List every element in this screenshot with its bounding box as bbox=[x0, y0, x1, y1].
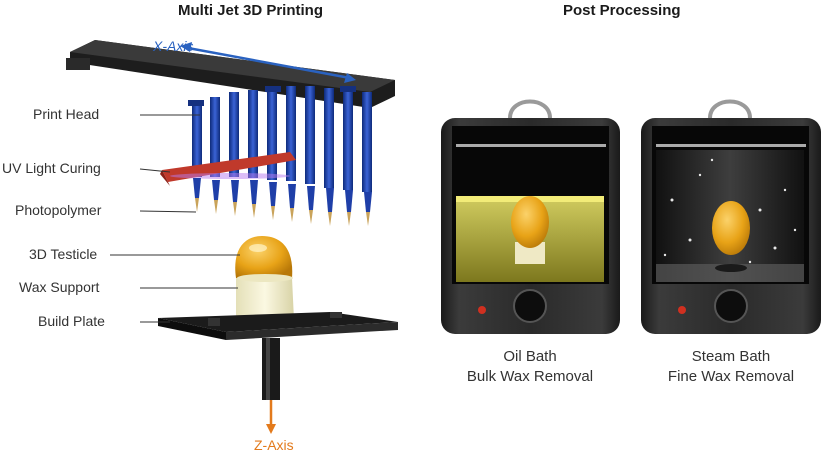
oil-bath-description: Bulk Wax Removal bbox=[466, 368, 594, 385]
label-3d-testicle: 3D Testicle bbox=[29, 246, 98, 262]
leader-lines bbox=[110, 114, 240, 323]
z-shaft bbox=[262, 338, 280, 400]
z-axis-label: Z-Axis bbox=[254, 437, 294, 453]
print-head bbox=[188, 86, 372, 192]
uv-light-bar bbox=[160, 152, 296, 186]
printing-title: Multi Jet 3D Printing bbox=[178, 2, 324, 19]
label-build-plate: Build Plate bbox=[38, 313, 105, 329]
label-photopolymer: Photopolymer bbox=[15, 202, 102, 218]
oil-bath-caption: Oil Bath Bulk Wax Removal bbox=[455, 347, 605, 387]
x-axis-label: X-Axis bbox=[153, 38, 194, 54]
label-wax-support: Wax Support bbox=[19, 279, 100, 295]
steam-bath-caption: Steam Bath Fine Wax Removal bbox=[656, 347, 806, 387]
label-print-head: Print Head bbox=[33, 106, 100, 122]
testicle-model bbox=[235, 236, 293, 278]
post-processing-title: Post Processing bbox=[563, 2, 681, 19]
steam-bath-device bbox=[641, 99, 821, 334]
oil-bath-device bbox=[441, 99, 620, 334]
oil-bath-name: Oil Bath bbox=[503, 348, 557, 365]
photopolymer-jets bbox=[193, 178, 372, 226]
x-axis-arrow bbox=[180, 42, 356, 83]
z-axis-arrow bbox=[266, 400, 276, 434]
label-uv-light-curing: UV Light Curing bbox=[2, 160, 101, 176]
steam-bath-description: Fine Wax Removal bbox=[667, 368, 795, 385]
steam-bath-name: Steam Bath bbox=[691, 348, 771, 365]
build-plate bbox=[158, 312, 398, 340]
wax-support bbox=[236, 274, 294, 326]
